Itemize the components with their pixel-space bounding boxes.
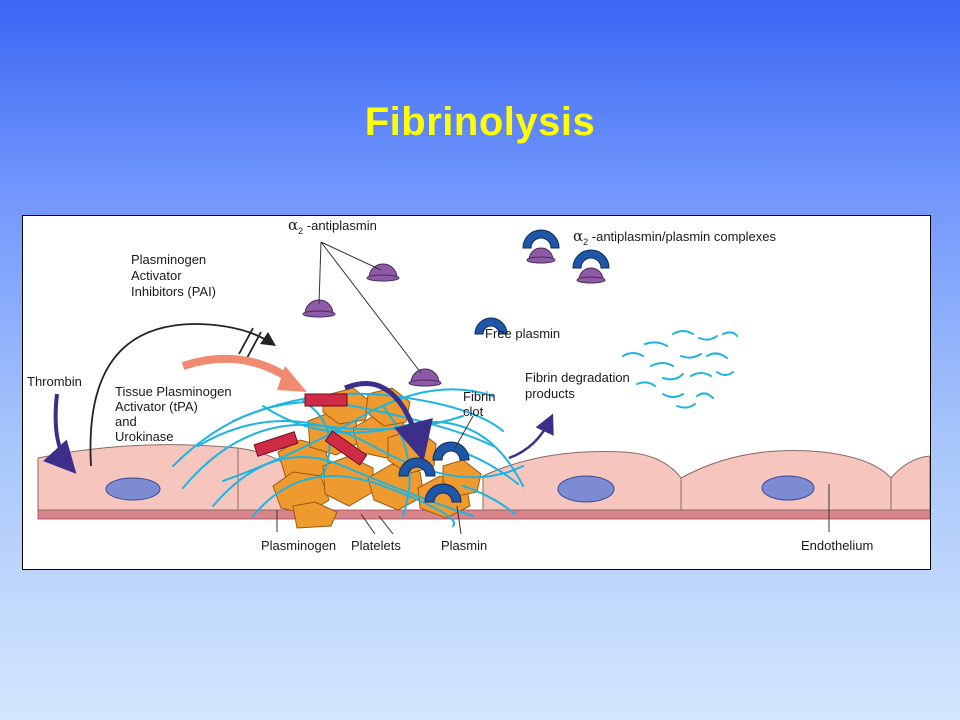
cell-nucleus [557, 475, 615, 503]
fibrin-fragment [662, 393, 684, 398]
endothelial-cell [890, 455, 930, 511]
fibrin-fragment [680, 353, 702, 359]
antiplasmin-plasmin-complexes [522, 229, 610, 284]
fibrin-fragment [672, 330, 694, 335]
plasmin [424, 483, 462, 503]
fibrin-strand [252, 475, 456, 527]
plasmin [398, 457, 436, 477]
fibrin-fragment [716, 371, 734, 376]
fibrin-fragment [622, 352, 644, 357]
thrombin-arrow [43, 393, 77, 474]
pointer-line [456, 505, 462, 535]
label-tpa-line-2: Activator (tPA) [115, 399, 198, 414]
tpa-arrow [181, 354, 307, 392]
label-fdp-line-1: Fibrin degradation [525, 370, 630, 385]
label-antiplasmin: α2 -antiplasmin [288, 216, 377, 236]
pointer-line [378, 515, 394, 535]
basement-membrane [37, 509, 930, 520]
plasminogen [324, 430, 368, 466]
label-fibrin-clot-line-2: clot [463, 404, 484, 419]
antiplasmin [302, 299, 336, 318]
fibrin-fragment [690, 372, 712, 377]
complex [522, 229, 560, 264]
label-fibrin-clot-line-1: Fibrin [463, 389, 496, 404]
activation-arrow [344, 381, 433, 462]
fibrin-fragment [706, 352, 728, 359]
cell-nucleus [761, 475, 815, 501]
label-free-plasmin: Free plasmin [485, 326, 560, 341]
label-thrombin: Thrombin [27, 374, 82, 389]
degradation-arrow [508, 413, 554, 460]
endothelium-layer [37, 444, 930, 520]
antiplasmin [366, 263, 400, 282]
pointer-line [320, 241, 382, 271]
pai-inhibition-arrow [89, 323, 276, 467]
label-pai-line-1: Plasminogen [131, 252, 206, 267]
fibrin-fragment [698, 335, 718, 341]
pointer-line [360, 513, 376, 535]
label-endothelium: Endothelium [801, 538, 873, 553]
label-platelets: Platelets [351, 538, 401, 553]
label-complexes: α2 -antiplasmin/plasmin complexes [573, 227, 777, 247]
fibrin-fragment [722, 331, 738, 337]
label-pai-line-3: Inhibitors (PAI) [131, 284, 216, 299]
fibrin-fragment [636, 381, 656, 387]
label-tpa-line-4: Urokinase [115, 429, 174, 444]
fibrin-strand [222, 388, 494, 482]
free-plasmin [474, 317, 508, 335]
fibrin-fragment [644, 341, 668, 347]
pointer-line [318, 241, 322, 305]
platelet [292, 501, 338, 529]
fibrin-strand [172, 401, 494, 467]
fibrin-fragment [650, 362, 674, 367]
pointer-line [320, 241, 422, 374]
fibrin-strand [197, 420, 524, 479]
antiplasmin-molecules [302, 263, 442, 387]
pointer-line [454, 415, 474, 449]
diagram-canvas: α2 -antiplasmin α2 -antiplasmin/plasmin … [27, 216, 930, 553]
complex [572, 249, 610, 284]
pointer-lines [276, 241, 830, 535]
fibrin-fragments [622, 330, 738, 409]
fibrin-fragment [676, 403, 696, 409]
plasmin-molecules [398, 317, 508, 503]
label-plasmin: Plasmin [441, 538, 487, 553]
antiplasmin [408, 368, 442, 387]
label-fdp-line-2: products [525, 386, 575, 401]
fibrin-fragment [696, 392, 714, 399]
fibrinolysis-diagram: α2 -antiplasmin α2 -antiplasmin/plasmin … [22, 215, 931, 570]
fibrin-strand [462, 485, 516, 515]
label-tpa-line-3: and [115, 414, 137, 429]
label-tpa-line-1: Tissue Plasminogen [115, 384, 232, 399]
plasminogen [304, 393, 348, 407]
fibrin-fragment [662, 373, 684, 381]
label-pai-line-2: Activator [131, 268, 182, 283]
cell-nucleus [105, 477, 161, 501]
plasminogen [253, 431, 299, 457]
label-plasminogen: Plasminogen [261, 538, 336, 553]
plasminogen-molecules [253, 393, 368, 466]
slide-title: Fibrinolysis [364, 100, 596, 144]
plasmin [432, 441, 470, 461]
